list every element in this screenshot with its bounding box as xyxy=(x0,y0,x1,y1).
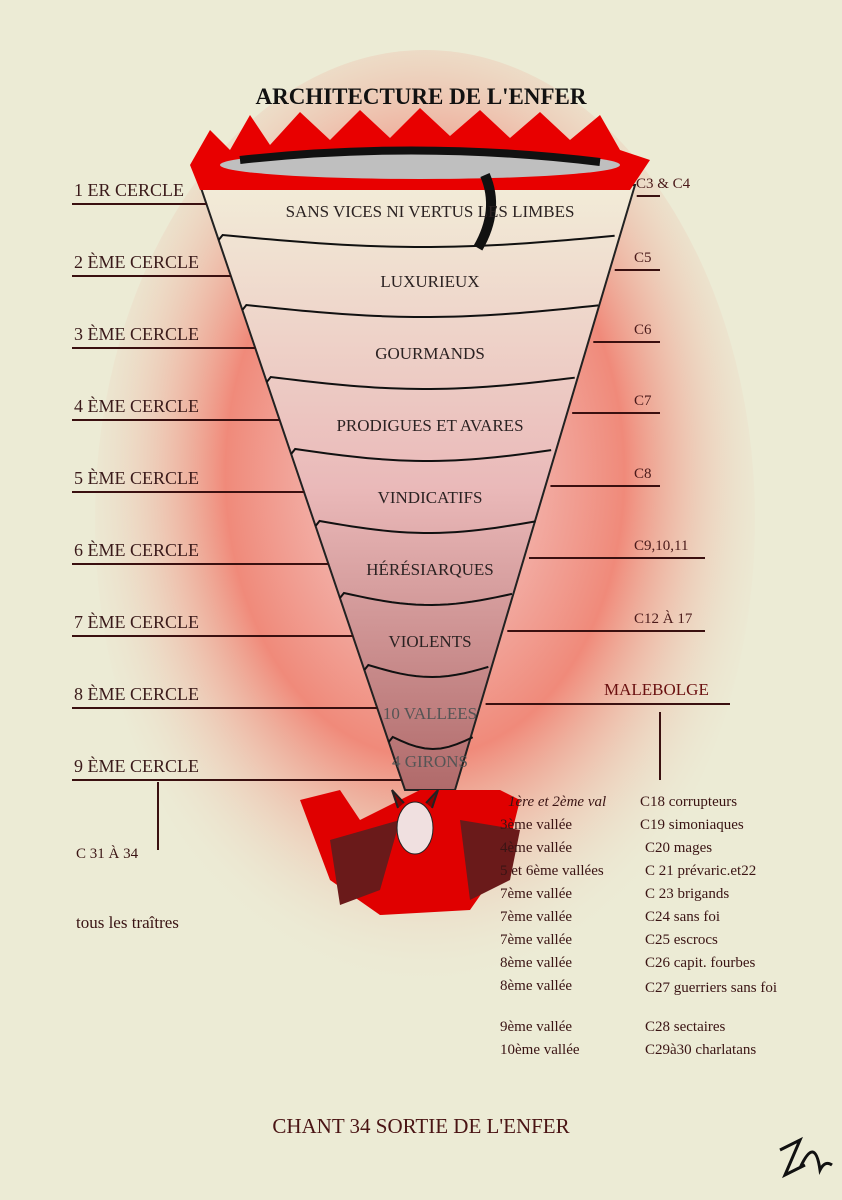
valley-label: 5 et 6ème vallées xyxy=(500,863,604,879)
valley-canto: C 21 prévaric.et22 xyxy=(645,863,757,879)
canto-label: C6 xyxy=(634,322,652,338)
circle-band-label: 4 GIRONS xyxy=(391,752,469,771)
circle-band-label: PRODIGUES ET AVARES xyxy=(336,416,524,435)
valley-label: 4ème vallée xyxy=(500,840,573,856)
valley-label: 9ème vallée xyxy=(500,1019,573,1035)
valley-canto: C20 mages xyxy=(645,840,713,856)
valley-canto: C29à30 charlatans xyxy=(645,1042,757,1058)
valley-canto: C26 capit. fourbes xyxy=(645,955,756,971)
circle-label: 4 ÈME CERCLE xyxy=(74,396,199,416)
circle-borders xyxy=(217,233,615,751)
valley-canto: C24 sans foi xyxy=(645,909,720,925)
label-lines xyxy=(72,195,730,850)
valley-label: 8ème vallée xyxy=(500,978,573,994)
circle-border xyxy=(363,663,489,678)
valley-label: 8ème vallée xyxy=(500,955,573,971)
circle-label: 1 ER CERCLE xyxy=(74,180,185,200)
circle-label: 2 ÈME CERCLE xyxy=(74,252,199,272)
abyss-crack xyxy=(473,173,497,251)
valley-canto: C 23 brigands xyxy=(645,886,730,902)
canto-label: C5 xyxy=(634,250,652,266)
footer-title: CHANT 34 SORTIE DE L'ENFER xyxy=(272,1114,570,1138)
valley-canto: C18 corrupteurs xyxy=(640,794,738,810)
circle-border xyxy=(265,375,575,390)
circle-band-label: LUXURIEUX xyxy=(380,272,480,291)
valley-label: 7ème vallée xyxy=(500,909,573,925)
valley-label: 7ème vallée xyxy=(500,886,573,902)
valley-label: 10ème vallée xyxy=(500,1042,580,1058)
canto-label: C7 xyxy=(634,393,652,409)
circle-band-label: SANS VICES NI VERTUS LES LIMBES xyxy=(285,202,575,221)
valley-label: 1ère et 2ème val xyxy=(508,794,607,810)
circle-band-label: HÉRÉSIARQUES xyxy=(366,560,494,579)
circle-label: 8 ÈME CERCLE xyxy=(74,684,199,704)
valley-canto: C27 guerriers sans foi xyxy=(645,980,778,996)
valley-label: 3ème vallée xyxy=(500,817,573,833)
circle-border xyxy=(339,591,513,606)
lucifer-icon xyxy=(300,789,520,915)
canto-label: C3 & C4 xyxy=(636,176,691,192)
canto-label: C8 xyxy=(634,466,652,482)
valley-canto: C19 simoniaques xyxy=(640,817,744,833)
circle-band-label: VINDICATIFS xyxy=(377,488,483,507)
circle-border xyxy=(290,447,552,462)
circle-label: 9 ÈME CERCLE xyxy=(74,756,199,776)
valley-canto: C28 sectaires xyxy=(645,1019,726,1035)
ninth-circle-sinners: tous les traîtres xyxy=(76,913,179,932)
signature-za xyxy=(779,1136,833,1179)
page-title: ARCHITECTURE DE L'ENFER xyxy=(255,84,587,109)
circle-label: 6 ÈME CERCLE xyxy=(74,540,199,560)
canto-label: C9,10,11 xyxy=(634,538,689,554)
valley-label: 7ème vallée xyxy=(500,932,573,948)
circle-band-label: VIOLENTS xyxy=(388,632,472,651)
circle-border xyxy=(387,735,474,751)
canto-label: C12 À 17 xyxy=(634,611,693,627)
circle-label: 5 ÈME CERCLE xyxy=(74,468,199,488)
canto-label: MALEBOLGE xyxy=(604,680,709,699)
circle-border xyxy=(217,233,615,249)
ninth-circle-canto: C 31 À 34 xyxy=(76,846,139,862)
circle-border xyxy=(241,303,599,318)
valley-canto: C25 escrocs xyxy=(645,932,718,948)
fire-rim xyxy=(190,108,650,251)
circle-border xyxy=(314,519,536,534)
circle-label: 3 ÈME CERCLE xyxy=(74,324,199,344)
circle-band-label: GOURMANDS xyxy=(375,344,485,363)
circle-label: 7 ÈME CERCLE xyxy=(74,612,199,632)
circle-band-label: 10 VALLEES xyxy=(382,704,478,723)
